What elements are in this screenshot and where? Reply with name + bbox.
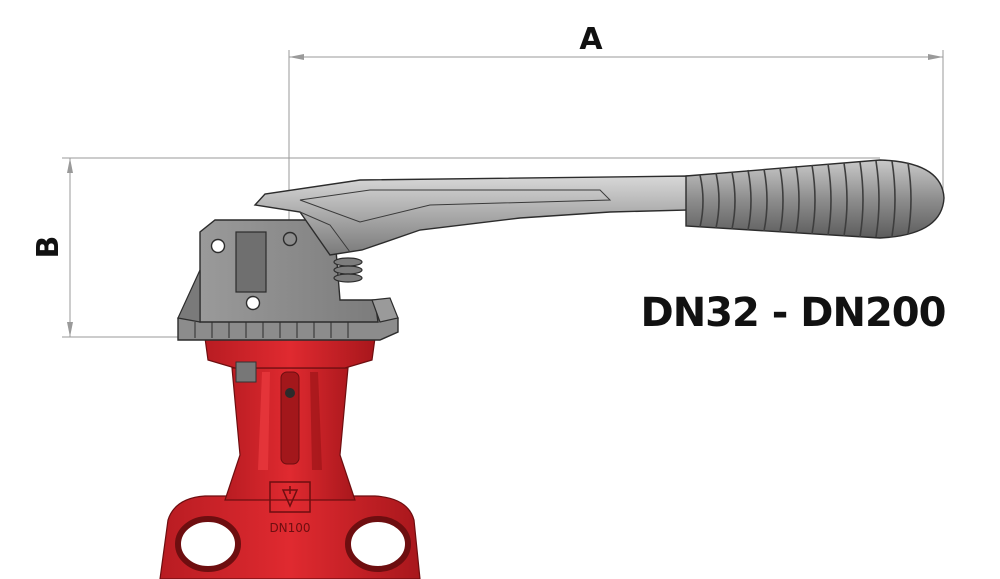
handle-lever-arm xyxy=(253,175,691,256)
body-marking-plate xyxy=(269,481,311,513)
handle-lever xyxy=(253,175,691,256)
handle-head-side-wing xyxy=(177,269,201,323)
handle-lever-inner-edge xyxy=(299,211,351,253)
valve-stem-slot xyxy=(280,371,300,465)
valve-bonnet-flange xyxy=(204,337,376,369)
handle-grip-ribs xyxy=(699,160,912,238)
handle-spring xyxy=(333,257,363,283)
dimension-a-arrow-left xyxy=(289,54,304,60)
handle-head-hole-2 xyxy=(282,231,298,247)
valve-body: DN100 xyxy=(159,337,421,579)
dimension-b-label: B xyxy=(31,236,66,259)
body-marking-text: DN100 xyxy=(269,521,310,535)
handle-head-hole-1 xyxy=(210,238,226,254)
handle-head-bracket xyxy=(371,297,399,323)
valve-neck-rib-left xyxy=(258,372,270,470)
valve-stem-pin xyxy=(285,388,295,398)
dimension-b-arrow-top xyxy=(67,158,73,173)
dimension-b: B xyxy=(31,157,880,338)
bonnet-nut xyxy=(235,361,257,383)
handle-lock-tab xyxy=(235,231,267,293)
dimension-a-arrow-right xyxy=(928,54,943,60)
dimension-a-label: A xyxy=(579,22,603,57)
flange-bolt-hole-left xyxy=(175,516,241,572)
handle-head-hole-3 xyxy=(245,295,261,311)
handle-head-teeth xyxy=(194,322,349,338)
handle-grip xyxy=(685,159,945,239)
valve-logo-icon xyxy=(281,486,299,508)
handle-lever-groove xyxy=(299,189,612,223)
valve-neck-rib-right xyxy=(310,372,322,470)
flange-bolt-hole-right xyxy=(345,516,411,572)
size-range-label: DN32 - DN200 xyxy=(641,290,946,336)
dimension-b-arrow-bottom xyxy=(67,322,73,337)
